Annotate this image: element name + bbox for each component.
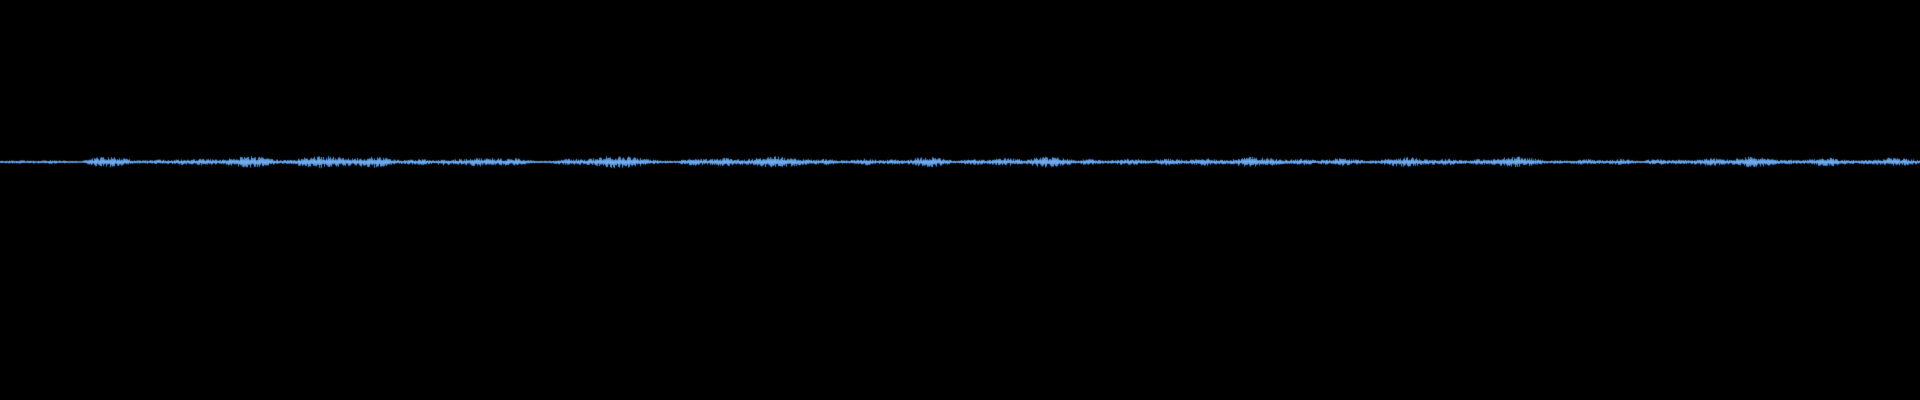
audio-waveform[interactable] [0, 0, 1920, 400]
waveform-display [0, 0, 1920, 400]
